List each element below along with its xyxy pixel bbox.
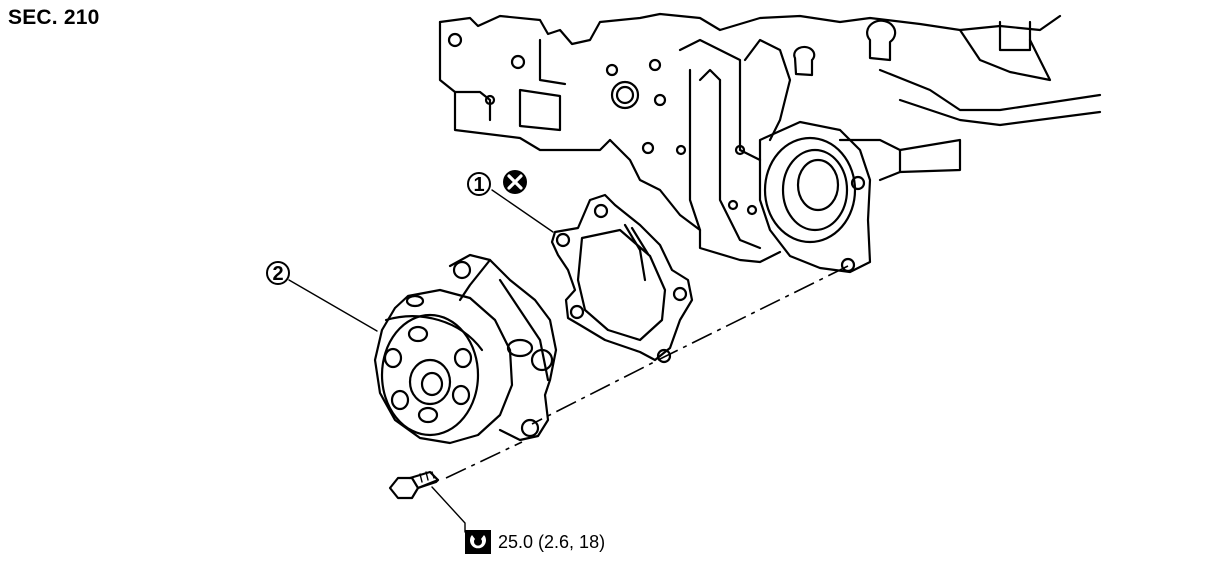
callout-1-number: 1 (473, 174, 484, 196)
torque-leader (431, 486, 466, 533)
gasket (550, 193, 694, 364)
engine-block (438, 12, 1102, 274)
bolt (388, 470, 440, 500)
callout-2: 2 (266, 261, 290, 285)
callout-1: 1 (467, 172, 491, 196)
torque-wrench-icon (465, 530, 491, 554)
torque-spec: 25.0 (2.6, 18) (498, 532, 606, 552)
alignment-line (531, 265, 849, 425)
callout-2-leader (288, 279, 378, 332)
callout-1-leader (491, 189, 554, 233)
section-title: SEC. 210 (8, 6, 100, 29)
water-pump (373, 253, 558, 445)
bolt-alignment-line (445, 441, 523, 479)
callout-2-number: 2 (272, 263, 283, 285)
do-not-reuse-icon (503, 170, 527, 194)
